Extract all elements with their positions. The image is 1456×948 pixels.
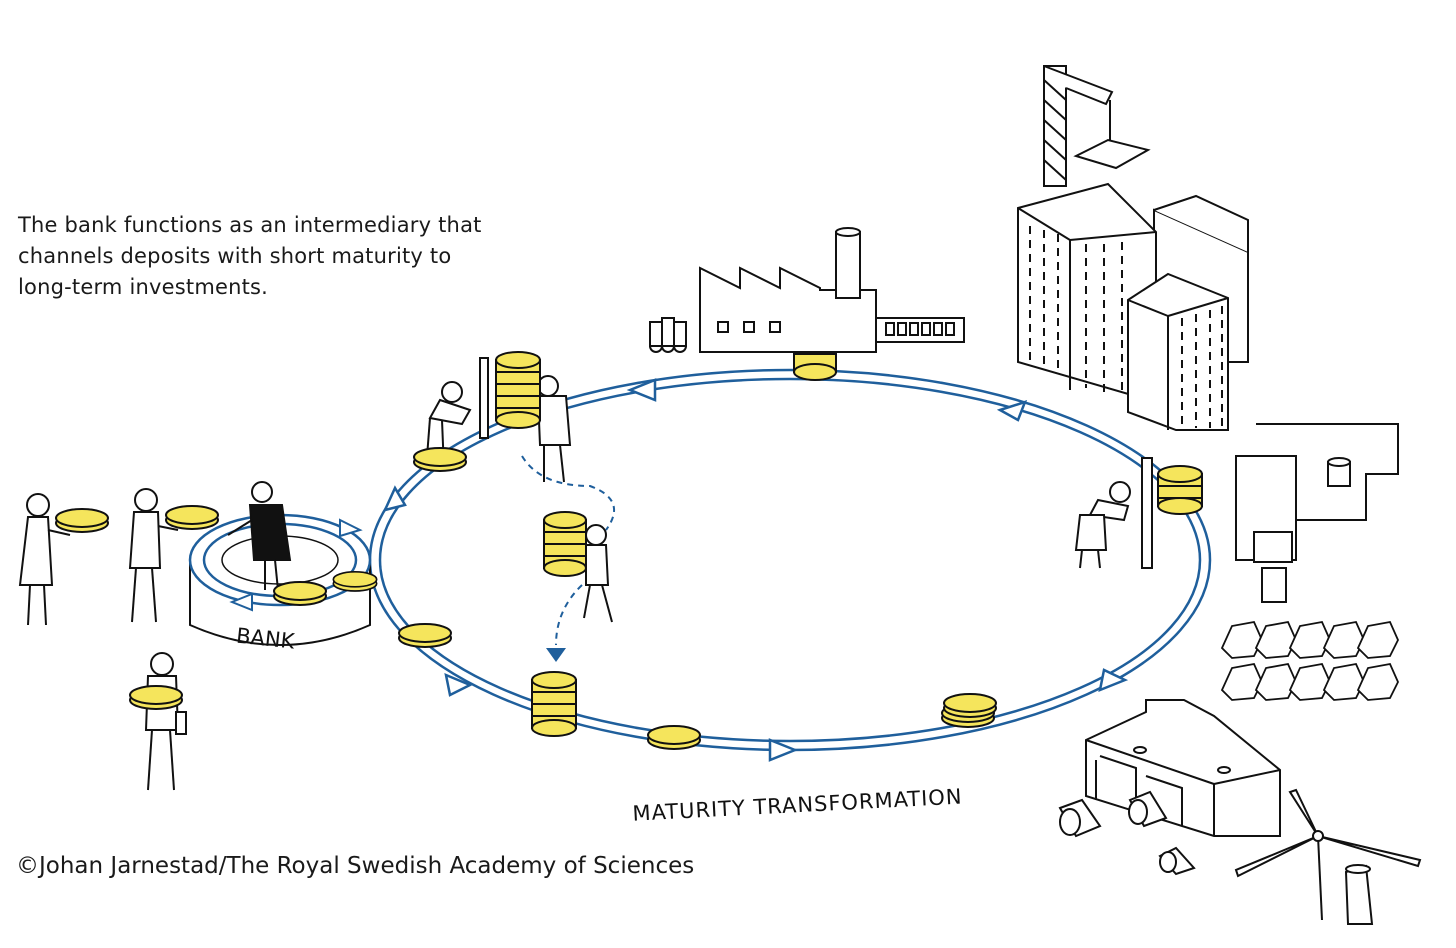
power-plant (1058, 699, 1281, 876)
bank-label: BANK (235, 624, 297, 654)
caption-line-2: channels deposits with short maturity to (18, 244, 452, 268)
bank-building (188, 513, 372, 646)
machine (1235, 423, 1399, 603)
depositor-young-man (144, 652, 187, 791)
cycle-ring (368, 368, 1212, 752)
depositor-woman (18, 493, 71, 626)
caption-line-3: long-term investments. (18, 275, 269, 299)
depositor-man (128, 488, 179, 623)
crane (1043, 65, 1151, 187)
caption-line-1: The bank functions as an intermediary th… (18, 213, 482, 237)
bank-teller (227, 481, 292, 591)
cycle-label: MATURITY TRANSFORMATION (632, 785, 963, 826)
cycle-arrows (382, 378, 1129, 762)
credit-line: ©Johan Jarnestad/The Royal Swedish Acade… (16, 853, 695, 879)
carrier-person (583, 524, 613, 623)
borrower-left (425, 357, 489, 471)
car-fleet (1220, 620, 1399, 701)
worker-right (1074, 457, 1153, 569)
wind-turbine (1234, 788, 1422, 925)
dashed-path (521, 455, 615, 646)
borrower-right (536, 375, 572, 483)
skyscrapers (1017, 182, 1249, 431)
factory (649, 227, 965, 353)
caption: The bank functions as an intermediary th… (18, 210, 538, 303)
down-arrow-icon (546, 648, 566, 662)
